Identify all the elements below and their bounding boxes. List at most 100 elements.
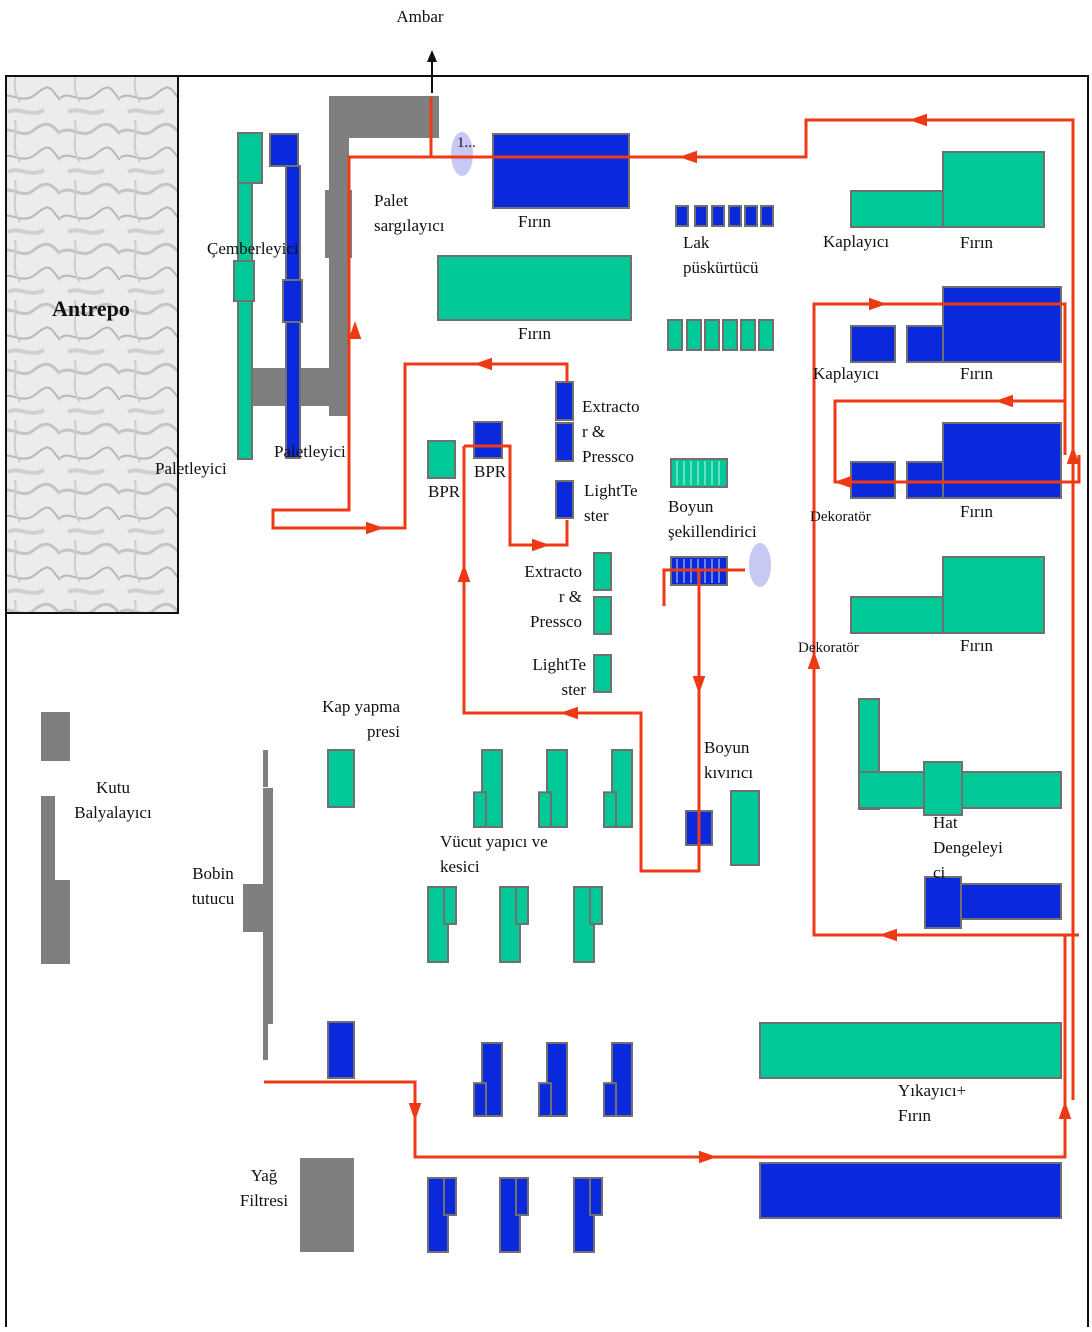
bodymaker-blue-lower-1-side — [515, 1177, 529, 1216]
flow-center — [462, 446, 701, 873]
flow-arrow-18 — [1058, 1101, 1072, 1119]
firin-mid-unit — [437, 255, 632, 321]
bodymaker-green-upper-1-foot — [538, 791, 552, 828]
equipment-layer — [41, 96, 1062, 1253]
lighttester-top-unit — [555, 480, 574, 519]
flow-arrow-15 — [1066, 446, 1080, 464]
bobin-tutucu-top — [263, 750, 268, 787]
vucut-yapici-label: Vücut yapıcı ve kesici — [440, 832, 548, 876]
paletleyici-center-label: Paletleyici — [274, 442, 346, 461]
lak-puskurtucu-label: Lak püskürtücü — [683, 233, 759, 277]
dekorator-1-unit — [850, 461, 896, 499]
flow-arrow-12 — [834, 475, 852, 489]
paletleyici-center-block — [282, 279, 303, 323]
bodymaker-blue-upper-0-foot — [473, 1082, 487, 1118]
firin-mid-label: Fırın — [518, 324, 552, 343]
cemberleyici-unit — [233, 260, 255, 302]
firin-r1-unit — [942, 151, 1045, 228]
bodymaker-blue-lower-2-side — [589, 1177, 603, 1216]
yag-filtresi-unit — [300, 1158, 354, 1252]
firin-r2-label: Fırın — [960, 364, 994, 383]
bpr-left-label: BPR — [428, 482, 461, 501]
boyun-kivirici-conveyor — [730, 790, 760, 866]
kap-yapma-blue-unit — [327, 1021, 355, 1079]
lak-sprayer-4 — [744, 205, 758, 227]
extractor-top-label: Extracto r & Pressco — [582, 397, 640, 466]
flow-arrow-13 — [807, 651, 821, 669]
firin-r3-unit — [942, 422, 1062, 499]
fırın-marker — [451, 132, 473, 176]
dekorator-1-label: Dekoratör — [810, 509, 871, 525]
lak-sprayer-5 — [760, 205, 774, 227]
bpr-left-unit — [427, 440, 456, 479]
firin-top-unit — [492, 133, 630, 209]
flow-arrow-17 — [699, 1150, 717, 1164]
marker-label: 1... — [457, 135, 476, 151]
yag-filtresi-label: Yağ Filtresi — [239, 1166, 289, 1210]
flow-arrow-2 — [679, 150, 697, 164]
flow-bottom — [264, 935, 1067, 1159]
firin-top-label: Fırın — [518, 212, 552, 231]
lak-sprayer-0 — [675, 205, 689, 227]
hat-dengeleyici-conveyor-2 — [960, 883, 1062, 920]
lak-module-0 — [667, 319, 683, 351]
kutu-balyalayici-base — [41, 880, 70, 964]
palet-sargilayici-label: Palet sargılayıcı — [374, 191, 445, 235]
bodymaker-green-lower-1-side — [515, 886, 529, 925]
extractor-top-2 — [555, 422, 574, 462]
flow-arrow-3 — [348, 321, 362, 339]
yikayici-firin-label: Yıkayıcı+ Fırın — [898, 1081, 967, 1125]
bodymaker-green-lower-2-side — [589, 886, 603, 925]
extractor-mid-2 — [593, 596, 612, 635]
bodymaker-green-upper-0-foot — [473, 791, 487, 828]
bobin-tutucu-label: Bobin tutucu — [191, 864, 235, 908]
cemberleyici-label: Çemberleyici — [207, 239, 299, 258]
flow-bpr-loop — [464, 444, 569, 547]
extractor-mid-label: Extracto r & Pressco — [524, 562, 582, 631]
building-outline — [5, 75, 1089, 1332]
dekorator-1-feeder — [906, 461, 945, 499]
bodymaker-green-upper-2-foot — [603, 791, 617, 828]
boyun-kivirici-label: Boyun kıvırıcı — [704, 738, 754, 782]
flow-arrow-7 — [457, 564, 471, 582]
kaplayici-2-label: Kaplayıcı — [813, 364, 880, 383]
bpr-right-unit — [473, 421, 503, 459]
bodymaker-blue-lower-0-side — [443, 1177, 457, 1216]
yikayici-bottom-unit — [759, 1162, 1062, 1219]
yikayici-firin-unit — [759, 1022, 1062, 1079]
kaplayici-1-unit — [850, 190, 944, 228]
boyun-sekillendirici-green — [670, 458, 728, 488]
antrepo-area — [5, 75, 179, 614]
firin-r3-label: Fırın — [960, 502, 994, 521]
flow-arrow-9 — [692, 676, 706, 694]
lighttester-top-label: LightTe ster — [584, 481, 638, 525]
extractor-mid-1 — [593, 552, 612, 591]
lak-module-5 — [758, 319, 774, 351]
paletleyici-center-head — [269, 133, 299, 167]
flow-arrow-10 — [869, 297, 887, 311]
ambar-label: Ambar — [396, 7, 444, 26]
flow-right-inner — [812, 302, 1079, 937]
boyun-marker — [749, 543, 771, 587]
material-flow-layer — [264, 97, 1081, 1164]
lak-sprayer-1 — [694, 205, 708, 227]
kap-yapma-presi-label: Kap yapma presi — [322, 697, 400, 741]
flow-arrow-6 — [532, 538, 550, 552]
dekorator-2-label: Dekoratör — [798, 640, 859, 656]
antrepo-label: Antrepo — [52, 296, 130, 321]
kaplayici-2-feeder — [906, 325, 945, 363]
kaplayici-2-unit — [850, 325, 896, 363]
flow-arrow-8 — [560, 706, 578, 720]
paletleyici-left-top — [237, 132, 263, 184]
kap-yapma-presi-unit — [327, 749, 355, 808]
bodymaker-blue-upper-2-foot — [603, 1082, 617, 1118]
firin-r2-unit — [942, 286, 1062, 363]
ambar-arrow-head — [427, 50, 437, 62]
hat-dengeleyici-label: Hat Dengeleyi ci — [933, 813, 1003, 882]
flow-arrow-14 — [879, 928, 897, 942]
firin-r4-label: Fırın — [960, 636, 994, 655]
flow-arrow-16 — [408, 1103, 422, 1121]
flow-arrow-4 — [474, 357, 492, 371]
